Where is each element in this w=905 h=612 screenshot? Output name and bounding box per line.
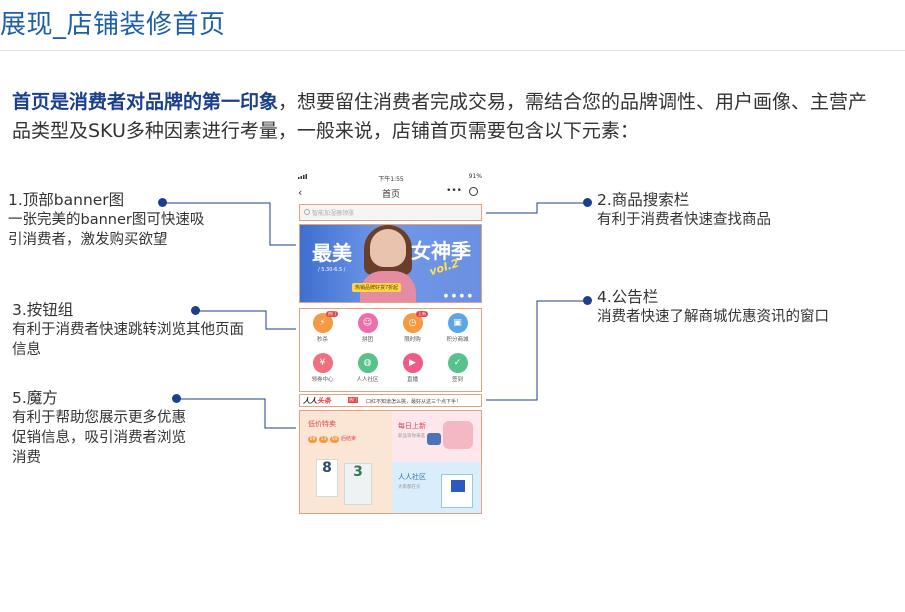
bag-image: [427, 433, 441, 445]
play-icon: ▶: [402, 353, 423, 373]
annotation-title: 3.按钮组: [12, 301, 74, 319]
button-grid: ⚡热门秒杀 ☺ 拼团 ◷上新限时购 ▣ 积分商城 ¥ 领券中心 ◍ 人人社区 ▶ 直播 ✓…: [299, 308, 482, 392]
grid-badge: 热门: [326, 311, 338, 317]
grid-button-coupon-center[interactable]: ¥ 领券中心: [300, 349, 345, 389]
banner-text-right: 女神季: [411, 239, 471, 263]
cube-left-title: 低价特卖: [308, 420, 336, 428]
back-arrow-icon[interactable]: ‹: [298, 186, 303, 199]
grid-button-community[interactable]: ◍ 人人社区: [345, 349, 390, 389]
annotation-dot-5: [172, 394, 181, 403]
banner-pagination: ● ● ● ●: [443, 293, 473, 299]
annotation-title: 4.公告栏: [597, 288, 659, 306]
nav-bar: ‹ 首页 •••: [296, 184, 486, 202]
annotation-desc: 有利于消费者快速跳转浏览其他页面信息: [12, 322, 244, 358]
grid-label: 签到: [451, 377, 463, 383]
calendar-check-icon: ✓: [447, 353, 468, 373]
annotation-banner: 1.顶部banner图 一张完美的banner图可快速吸引消费者，激发购买欲望: [8, 190, 213, 250]
countdown-minutes: 13: [319, 436, 328, 443]
intro-text: ，想要留住消费者完成交易，需结合您的品牌调性、用户画像、主营产品类型及SKU多种…: [12, 91, 868, 142]
grid-label: 秒杀: [316, 337, 328, 343]
intro-bold: 首页是消费者对品牌的第一印象: [12, 91, 279, 113]
grid-button-seckill[interactable]: ⚡热门秒杀: [300, 309, 345, 349]
cube-right-bottom-panel[interactable]: 人人社区 大家都在买: [392, 462, 481, 513]
annotation-search: 2.商品搜索栏 有利于消费者快速查找商品: [597, 190, 877, 230]
intro-paragraph: 首页是消费者对品牌的第一印象，想要留住消费者完成交易，需结合您的品牌调性、用户画…: [12, 88, 872, 146]
annotation-dot-4: [583, 296, 592, 305]
annotation-dot-3: [191, 306, 200, 315]
title-divider: [0, 50, 905, 51]
grid-label: 领券中心: [311, 377, 334, 383]
product-image: [441, 474, 473, 508]
battery-level: 91%: [468, 173, 482, 180]
target-icon[interactable]: [469, 187, 478, 196]
annotation-buttons: 3.按钮组 有利于消费者快速跳转浏览其他页面信息: [12, 300, 244, 360]
page-title: 展现_店铺装修首页: [0, 10, 226, 40]
cube-right-top-title: 每日上新: [398, 422, 426, 430]
phone-mockup: 下午1:55 91% ‹ 首页 ••• 智能加湿器领涨 最美 女神季 vol.2…: [296, 170, 486, 520]
annotation-desc: 有利于消费者快速查找商品: [597, 212, 771, 228]
annotation-title: 5.魔方: [12, 389, 58, 407]
notice-logo-a: 人人: [303, 397, 317, 405]
model-face: [370, 229, 406, 267]
notice-bar[interactable]: 人人头条 热门 口红不知道怎么挑，最好从这三个点下手！: [299, 394, 482, 407]
cube-right-bottom-title: 人人社区: [398, 473, 426, 481]
grid-label: 积分商城: [446, 337, 469, 343]
product-box-8: 8: [316, 459, 338, 497]
product-label-image: [451, 480, 465, 492]
grid-button-groupbuy[interactable]: ☺ 拼团: [345, 309, 390, 349]
annotation-dot-1: [158, 198, 167, 207]
cube-right-top-panel[interactable]: 每日上新 新品等你来选: [392, 411, 481, 463]
banner-text-left: 最美: [312, 241, 352, 265]
cube-right-top-sub: 新品等你来选: [398, 434, 425, 439]
status-time: 下午1:55: [378, 176, 404, 183]
countdown-seconds: 50: [330, 436, 339, 443]
grid-button-points-mall[interactable]: ▣ 积分商城: [435, 309, 480, 349]
flash-icon: ⚡: [312, 313, 333, 333]
bag-icon: ▣: [447, 313, 468, 333]
nav-title: 首页: [381, 190, 400, 200]
grid-label: 人人社区: [356, 377, 379, 383]
grid-button-live[interactable]: ▶ 直播: [390, 349, 435, 389]
chat-icon: ◍: [357, 353, 378, 373]
search-placeholder: 智能加湿器领涨: [312, 210, 355, 217]
group-icon: ☺: [357, 313, 378, 333]
grid-label: 直播: [406, 377, 418, 383]
countdown-hours: 00: [308, 436, 317, 443]
annotation-desc: 消费者快速了解商城优惠资讯的窗口: [597, 309, 829, 325]
annotation-desc: 一张完美的banner图可快速吸引消费者，激发购买欲望: [8, 212, 205, 248]
notice-hot-badge: 热门: [348, 397, 358, 403]
search-icon: [304, 209, 310, 215]
top-banner[interactable]: 最美 女神季 vol.2 / 5.30-6.5 / 热销品牌好货7折起 ● ● …: [299, 224, 482, 303]
annotation-cube: 5.魔方 有利于帮助您展示更多优惠促销信息，吸引消费者浏览消费: [12, 388, 197, 468]
cube-right-bottom-sub: 大家都在买: [398, 485, 421, 490]
shirt-image: [443, 421, 473, 449]
annotation-notice: 4.公告栏 消费者快速了解商城优惠资讯的窗口: [597, 287, 877, 327]
signal-icon: [298, 174, 307, 179]
more-icon[interactable]: •••: [446, 186, 462, 196]
notice-logo: 人人头条: [303, 396, 331, 406]
notice-logo-b: 头条: [317, 397, 331, 405]
product-box-3: 3: [344, 463, 372, 505]
notice-text: 口红不知道怎么挑，最好从这三个点下手！: [366, 398, 462, 405]
grid-label: 限时购: [404, 337, 421, 343]
search-bar[interactable]: 智能加湿器领涨: [299, 204, 482, 221]
grid-button-flashsale[interactable]: ◷上新限时购: [390, 309, 435, 349]
annotation-title: 1.顶部banner图: [8, 191, 125, 209]
annotation-desc: 有利于帮助您展示更多优惠促销信息，吸引消费者浏览消费: [12, 410, 186, 466]
grid-badge: 上新: [416, 311, 428, 317]
annotation-dot-2: [583, 198, 592, 207]
grid-button-checkin[interactable]: ✓ 签到: [435, 349, 480, 389]
banner-date: / 5.30-6.5 /: [318, 267, 346, 273]
coupon-icon: ¥: [312, 353, 333, 373]
status-bar: 下午1:55 91%: [296, 172, 486, 184]
annotation-title: 2.商品搜索栏: [597, 191, 690, 209]
grid-label: 拼团: [361, 337, 373, 343]
clock-icon: ◷: [402, 313, 423, 333]
banner-tag: 热销品牌好货7折起: [352, 283, 402, 292]
countdown-suffix: 后结束: [341, 436, 357, 442]
